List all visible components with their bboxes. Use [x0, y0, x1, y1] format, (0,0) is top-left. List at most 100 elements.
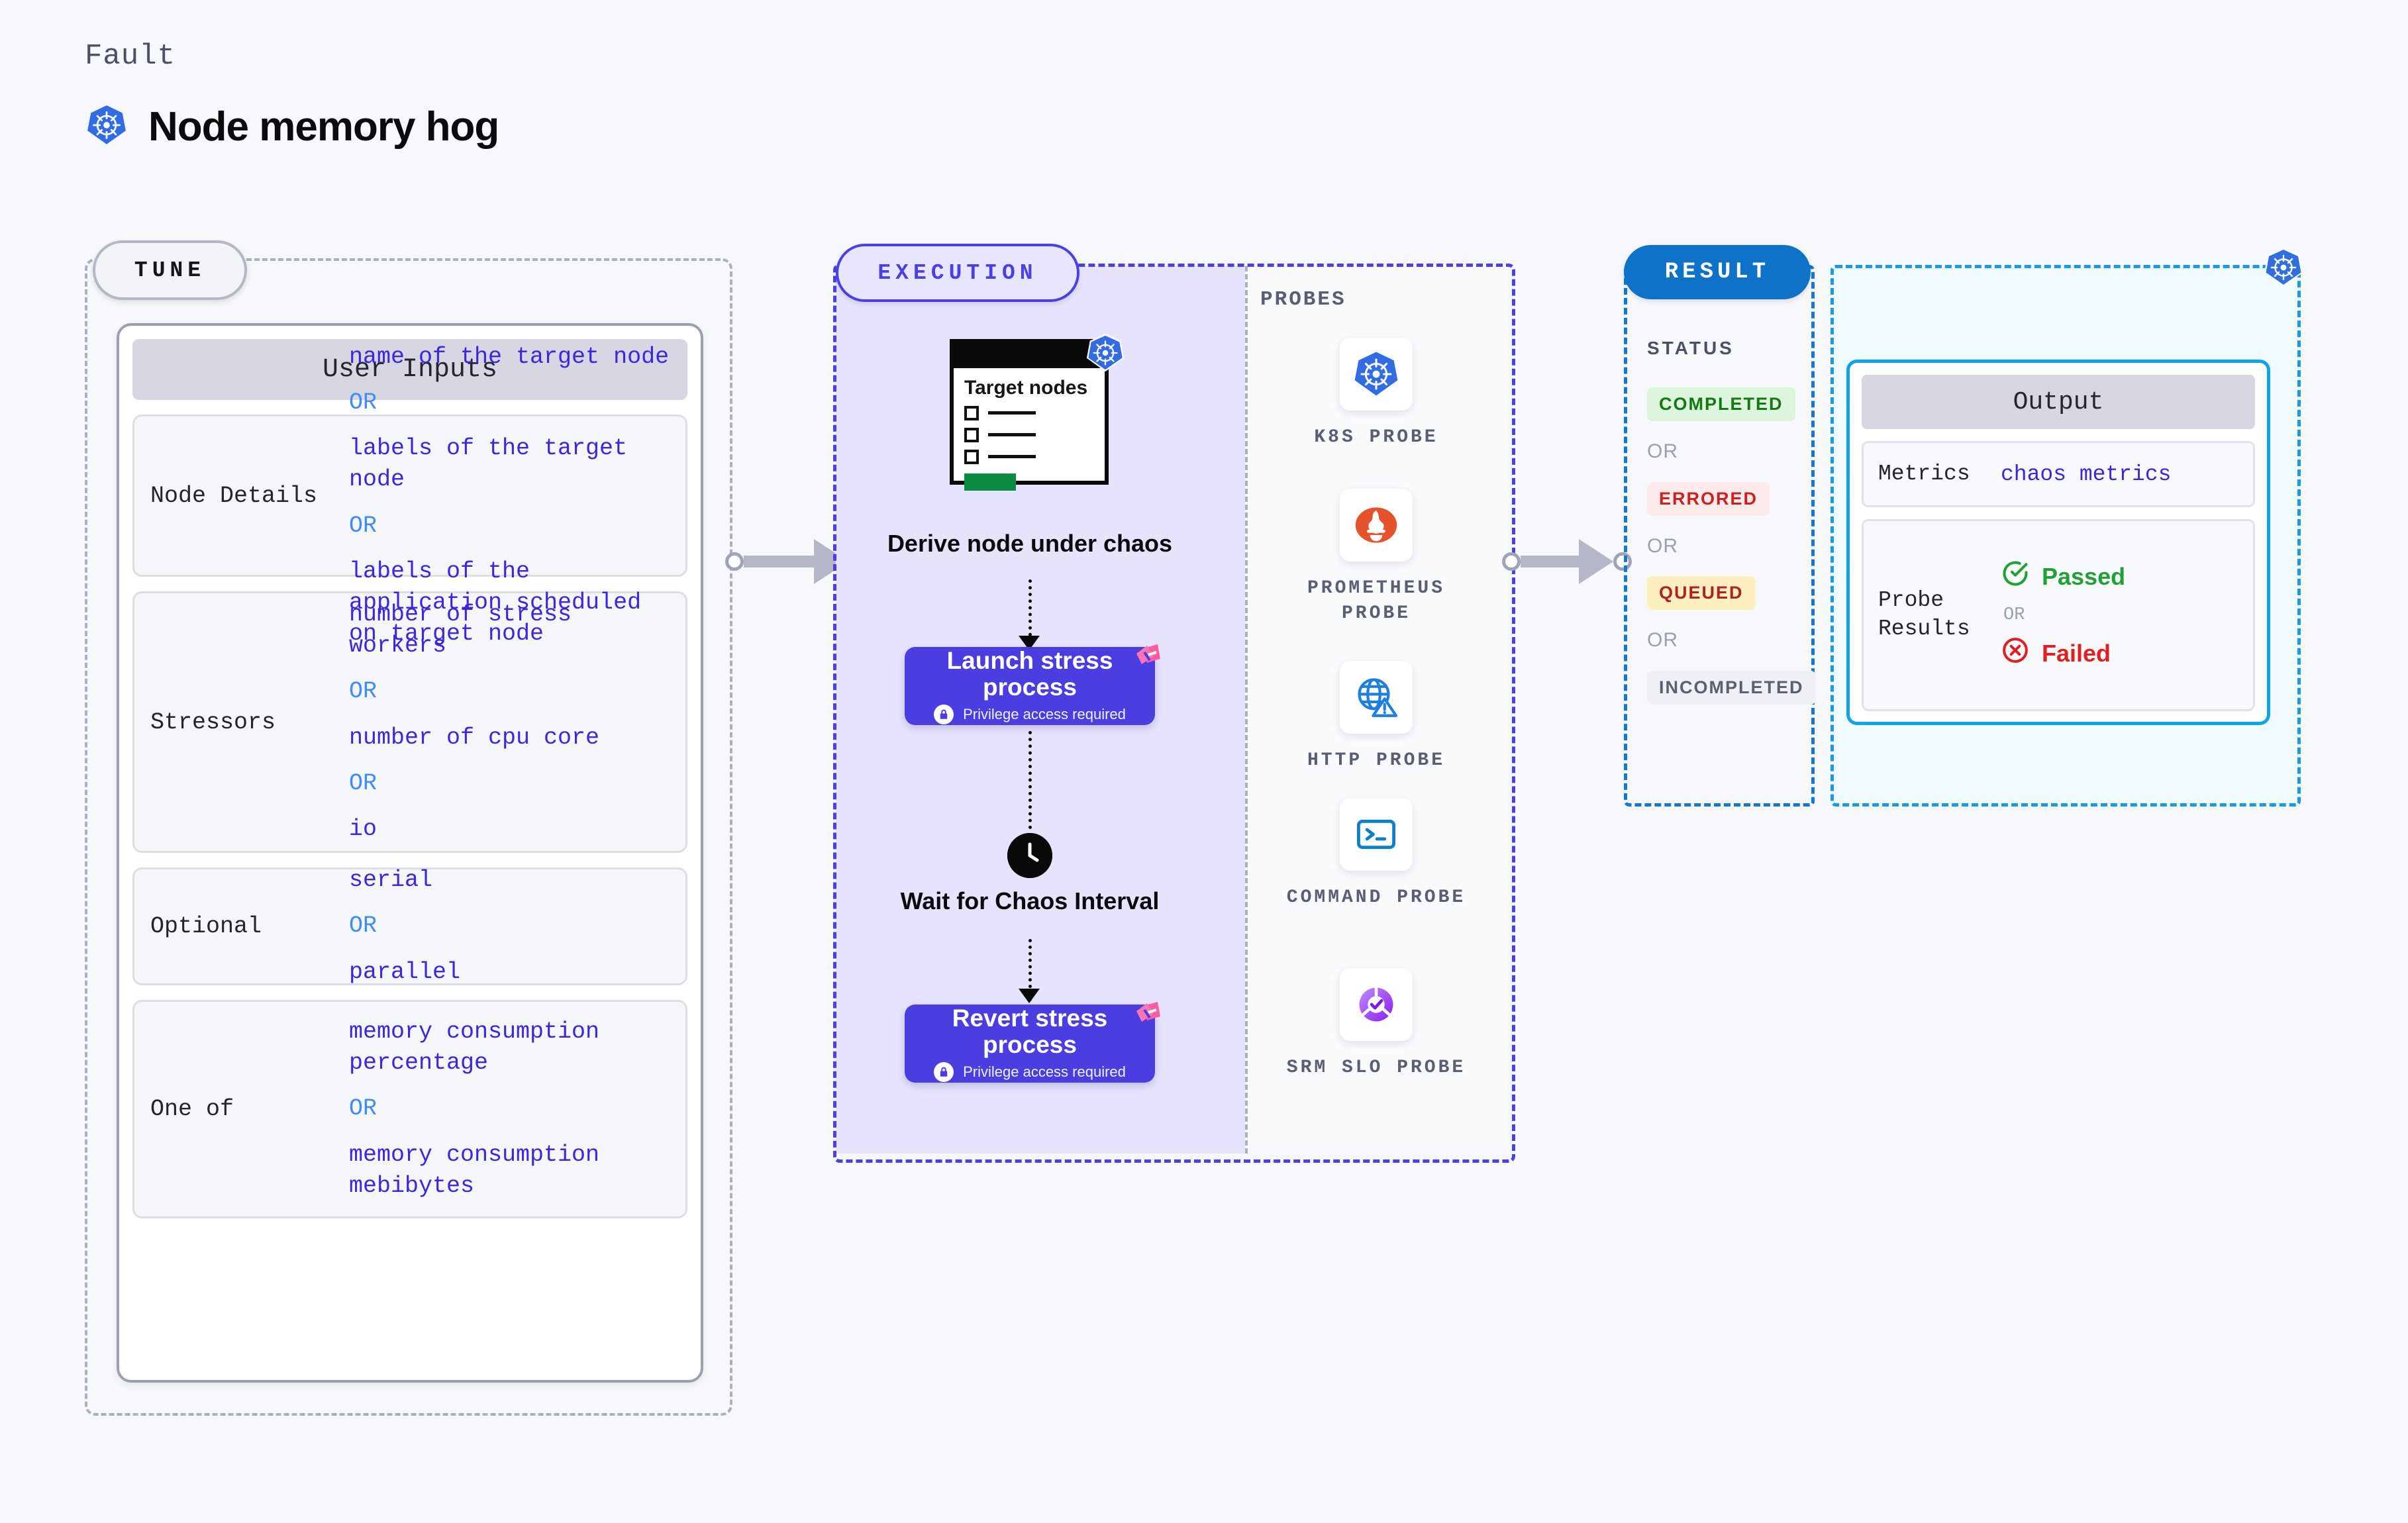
srm-slo-icon: [1340, 968, 1413, 1041]
flow-arrowhead: [1019, 989, 1040, 1003]
input-row-stressors: Stressors number of stress workers OR nu…: [132, 591, 687, 853]
x-circle-icon: [2001, 636, 2030, 671]
probe-results-values: Passed OR Failed: [2001, 559, 2238, 671]
value-text: memory consumption percentage: [349, 1018, 600, 1077]
connector-start-dot: [1502, 552, 1521, 571]
kubernetes-icon: [85, 103, 128, 150]
probe-result-failed: Failed: [2001, 636, 2238, 671]
probe-item-http[interactable]: HTTP PROBE: [1277, 661, 1476, 773]
page-header: Fault Node memory hog: [85, 40, 499, 150]
fault-title-row: Node memory hog: [85, 103, 499, 150]
status-badge-completed: COMPLETED: [1647, 387, 1795, 421]
or-separator: OR: [1647, 535, 1678, 557]
connector-end-dot: [1613, 552, 1632, 571]
kubernetes-icon: [1340, 338, 1413, 411]
check-circle-icon: [2001, 559, 2030, 595]
user-inputs-title: User Inputs: [132, 339, 687, 400]
probe-result-passed: Passed: [2001, 559, 2238, 595]
or-separator: OR: [349, 912, 377, 940]
privilege-note: Privilege access required: [934, 705, 1126, 725]
flow-connector-line: [1028, 579, 1032, 643]
wait-interval-label: Wait for Chaos Interval: [900, 887, 1160, 914]
execution-pill: EXECUTION: [836, 244, 1079, 302]
connector-bar: [1521, 556, 1580, 567]
output-row-probe-results: Probe Results Passed OR Failed: [1862, 519, 2255, 711]
privilege-note-text: Privilege access required: [963, 706, 1126, 723]
output-title: Output: [1862, 375, 2255, 429]
kubernetes-icon: [1085, 332, 1126, 377]
input-row-optional: Optional serial OR parallel: [132, 867, 687, 985]
row-values: number of stress workers OR number of cp…: [349, 599, 670, 846]
output-card: Output Metrics chaos metrics Probe Resul…: [1846, 360, 2270, 725]
or-separator: OR: [2003, 605, 2025, 625]
probe-label: COMMAND PROBE: [1286, 887, 1466, 908]
connector-arrowhead: [1579, 539, 1613, 584]
ribbon-badge-icon: [1125, 1001, 1162, 1035]
or-separator: OR: [1647, 629, 1678, 651]
input-row-one-of: One of memory consumption percentage OR …: [132, 1000, 687, 1218]
or-separator: OR: [349, 512, 377, 539]
row-key: One of: [150, 1096, 234, 1122]
row-key: Optional: [150, 913, 262, 940]
lock-icon: [934, 1062, 954, 1083]
value-text: parallel: [349, 958, 461, 985]
row-key: Stressors: [150, 709, 276, 736]
checkbox-row: [964, 449, 1094, 464]
value-text: labels of the target node: [349, 435, 628, 493]
row-values: serial OR parallel: [349, 865, 670, 988]
connector-execution-to-result: [1502, 539, 1632, 584]
prometheus-icon: [1340, 489, 1413, 562]
globe-warning-icon: [1340, 661, 1413, 734]
status-badge-queued: QUEUED: [1647, 576, 1756, 610]
flow-arrowhead: [1019, 636, 1040, 650]
fault-kicker: Fault: [85, 40, 176, 73]
status-badge-incompleted: INCOMPLETED: [1647, 671, 1816, 705]
or-separator: OR: [349, 769, 377, 797]
value-text: number of cpu core: [349, 724, 600, 751]
privilege-note: Privilege access required: [934, 1062, 1126, 1083]
probe-label: PROMETHEUS PROBE: [1307, 578, 1446, 624]
or-separator: OR: [349, 389, 377, 416]
row-values: memory consumption percentage OR memory …: [349, 1016, 670, 1202]
row-key: Node Details: [150, 482, 318, 509]
flow-connector-line: [1028, 731, 1032, 829]
checkbox-icon: [964, 449, 979, 464]
probes-label: PROBES: [1260, 288, 1346, 311]
probe-item-command[interactable]: COMMAND PROBE: [1277, 798, 1476, 910]
placeholder-line: [988, 455, 1036, 458]
failed-label: Failed: [2042, 640, 2111, 667]
probe-item-prometheus[interactable]: PROMETHEUS PROBE: [1277, 489, 1476, 626]
connector-bar: [744, 556, 815, 567]
placeholder-line: [988, 411, 1036, 415]
passed-label: Passed: [2042, 563, 2126, 590]
placeholder-line: [988, 433, 1036, 436]
checkbox-row: [964, 405, 1094, 420]
tune-section: [85, 258, 732, 1416]
launch-stress-process-node[interactable]: Launch stress process Privilege access r…: [905, 644, 1160, 725]
checkbox-icon: [964, 427, 979, 442]
or-separator: OR: [349, 678, 377, 705]
status-label: STATUS: [1647, 338, 1734, 358]
confirm-button-shape: [964, 473, 1016, 491]
probe-item-k8s[interactable]: K8S PROBE: [1277, 338, 1476, 450]
ribbon-badge-icon: [1125, 643, 1162, 677]
value-text: number of stress workers: [349, 601, 572, 659]
result-pill: RESULT: [1624, 245, 1811, 299]
card-body: Target nodes: [954, 368, 1105, 500]
clock-icon: [1007, 833, 1052, 878]
probe-label: K8S PROBE: [1314, 427, 1438, 448]
input-row-node-details: Node Details name of the target node OR …: [132, 344, 687, 647]
or-separator: OR: [349, 1095, 377, 1122]
target-nodes-heading: Target nodes: [964, 377, 1088, 399]
execution-section: [833, 264, 1515, 1163]
row-key: Metrics: [1878, 461, 1970, 486]
status-badge-errored: ERRORED: [1647, 482, 1770, 516]
page-title: Node memory hog: [148, 104, 499, 150]
lock-icon: [934, 705, 954, 725]
row-values: name of the target node OR labels of the…: [349, 342, 670, 650]
metrics-value: chaos metrics: [2001, 462, 2172, 487]
revert-stress-process-node[interactable]: Revert stress process Privilege access r…: [905, 1002, 1160, 1083]
kubernetes-icon: [2262, 246, 2305, 292]
value-text: io: [349, 816, 377, 842]
probe-item-srm-slo[interactable]: SRM SLO PROBE: [1277, 968, 1476, 1081]
